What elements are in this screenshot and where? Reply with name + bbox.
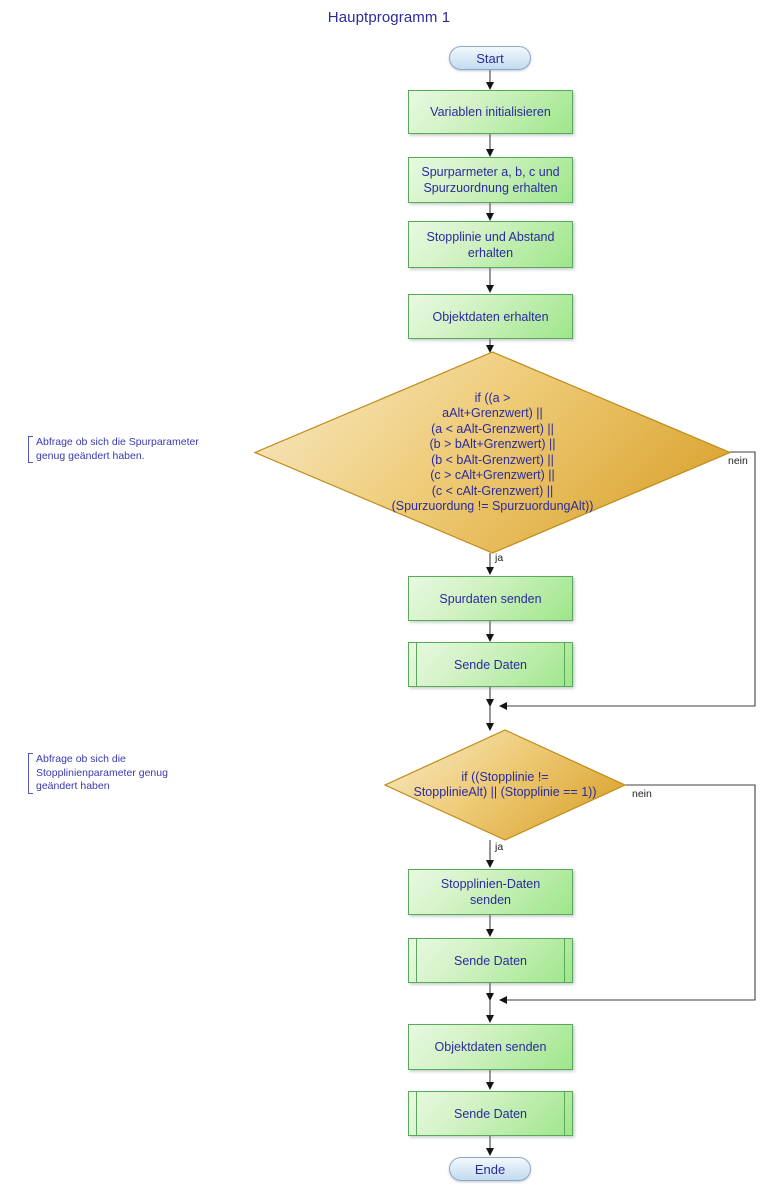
node-end-label: Ende — [474, 1161, 506, 1177]
node-decision-stopplinie[interactable]: if ((Stopplinie != StopplinieAlt) || (St… — [383, 729, 627, 841]
arrowhead-sendedaten1 — [486, 634, 494, 642]
annotation-stopplinie: Abfrage ob sich die Stopplinienparameter… — [28, 753, 208, 794]
node-objektdaten-erhalten[interactable]: Objektdaten erhalten — [408, 294, 573, 339]
arrowhead-sendedaten2 — [486, 929, 494, 937]
node-sende-daten-1-label: Sende Daten — [454, 657, 527, 672]
node-variablen-initialisieren-label: Variablen initialisieren — [430, 105, 551, 119]
node-stopplinie-abstand-erhalten-label: Stopplinie und Abstand erhalten — [426, 229, 555, 260]
node-sende-daten-1[interactable]: Sende Daten — [408, 642, 573, 687]
node-start-label: Start — [476, 50, 504, 66]
node-variablen-initialisieren[interactable]: Variablen initialisieren — [408, 90, 573, 134]
node-end[interactable]: Ende — [449, 1157, 531, 1181]
edge-label-stopplinie-ja: ja — [495, 841, 504, 853]
arrowhead-bypass2 — [499, 996, 507, 1004]
connector-decisionlane-no-bypass — [504, 451, 756, 707]
page-title: Hauptprogramm 1 — [327, 9, 451, 26]
arrowhead-sendstoplinedata — [486, 860, 494, 868]
arrowhead-sendobjectdata — [486, 1015, 494, 1023]
arrowhead-merge1 — [486, 699, 494, 707]
node-stopplinien-daten-senden-label: Stopplinien-Daten senden — [440, 877, 541, 907]
arrowhead-init — [486, 82, 494, 90]
arrowhead-objectdata — [486, 285, 494, 293]
node-start[interactable]: Start — [449, 46, 531, 70]
node-decision-spurparameter[interactable]: if ((a > aAlt+Grenzwert) || (a < aAlt-Gr… — [253, 351, 732, 554]
arrowhead-stopline — [486, 213, 494, 221]
node-sende-daten-3-label: Sende Daten — [454, 1106, 527, 1121]
node-objektdaten-erhalten-label: Objektdaten erhalten — [432, 309, 549, 324]
annotation-spurparameter: Abfrage ob sich die Spurparameter genug … — [28, 436, 243, 463]
arrowhead-merge2 — [486, 993, 494, 1001]
node-objektdaten-senden-label: Objektdaten senden — [434, 1040, 547, 1054]
node-spurdaten-senden[interactable]: Spurdaten senden — [408, 576, 573, 621]
decision-stopplinie-shape — [383, 729, 627, 841]
decision-spurparameter-shape — [253, 351, 732, 554]
edge-label-spurparameter-ja: ja — [495, 552, 504, 564]
node-stopplinien-daten-senden[interactable]: Stopplinien-Daten senden — [408, 869, 573, 915]
arrowhead-end — [486, 1148, 494, 1156]
edge-label-stopplinie-nein: nein — [632, 788, 652, 800]
node-spurparmeter-erhalten-label: Spurparmeter a, b, c und Spurzuordnung e… — [421, 165, 560, 195]
arrowhead-sendedaten3 — [486, 1082, 494, 1090]
arrowhead-laneparams — [486, 149, 494, 157]
node-spurparmeter-erhalten[interactable]: Spurparmeter a, b, c und Spurzuordnung e… — [408, 157, 573, 203]
node-sende-daten-2[interactable]: Sende Daten — [408, 938, 573, 983]
connector-decisionstopline-no-bypass — [504, 784, 756, 1001]
node-stopplinie-abstand-erhalten[interactable]: Stopplinie und Abstand erhalten — [408, 221, 573, 268]
edge-label-spurparameter-nein: nein — [728, 455, 748, 467]
arrowhead-decisionlane — [486, 345, 494, 353]
node-sende-daten-2-label: Sende Daten — [454, 953, 527, 968]
arrowhead-bypass1 — [499, 702, 507, 710]
node-objektdaten-senden[interactable]: Objektdaten senden — [408, 1024, 573, 1070]
arrowhead-decisionstopline — [486, 723, 494, 731]
arrowhead-sendlanedata — [486, 567, 494, 575]
node-spurdaten-senden-label: Spurdaten senden — [439, 591, 542, 606]
node-sende-daten-3[interactable]: Sende Daten — [408, 1091, 573, 1136]
